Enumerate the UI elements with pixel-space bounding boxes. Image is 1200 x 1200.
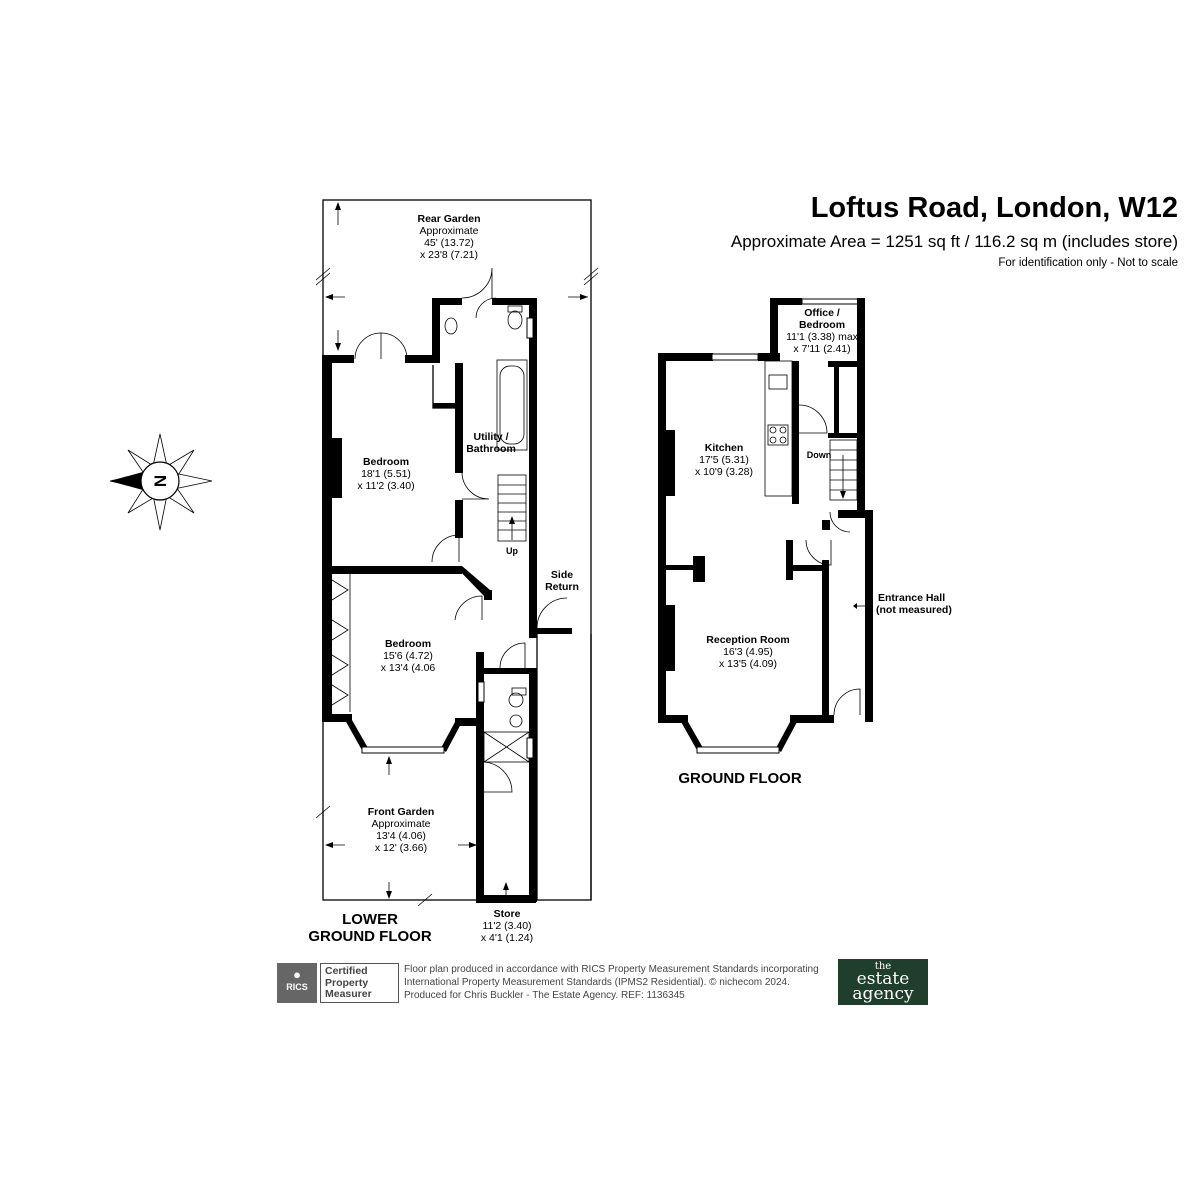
rics-certified-box: Certified Property Measurer [320,963,399,1003]
front-garden-length: 13'4 (4.06) [376,830,426,842]
rics-property: Property [325,976,369,989]
rics-badge: ● RICS Certified Property Measurer [277,963,399,1003]
office-width: x 7'11 (2.41) [793,343,850,355]
front-garden-approx: Approximate [372,818,431,830]
rics-logo: ● RICS [277,963,317,1003]
side-return-name-1: Side [551,569,573,581]
plan-title: Loftus Road, London, W12 [810,192,1178,224]
reception-length: 16'3 (4.95) [723,646,773,658]
bedroom2-length: 15'6 (4.72) [383,650,433,662]
agency-logo-agency: agency [852,984,914,1004]
lower-ground-label-line1: LOWER [342,911,398,928]
entrance-hall-name-2: (not measured) [876,604,952,616]
lower-ground-floor-label: LOWER GROUND FLOOR [300,911,440,945]
approximate-area: Approximate Area = 1251 sq ft / 116.2 sq… [730,232,1178,251]
rics-crest-icon: ● [293,967,301,982]
kitchen-length: 17'5 (5.31) [699,454,749,466]
compass-letter: N [151,475,170,487]
agency-logo-the: the [874,961,892,972]
rear-garden-name: Rear Garden [417,213,480,225]
rear-garden-length: 45' (13.72) [424,237,474,249]
reception-width: x 13'5 (4.09) [719,658,777,670]
rics-certified: Certified [325,965,368,977]
bedroom1-length: 18'1 (5.51) [361,468,411,480]
kitchen-width: x 10'9 (3.28) [695,466,753,478]
lower-ground-label-line2: GROUND FLOOR [308,928,432,945]
rics-measurer: Measurer [325,988,372,1000]
utility-name-1: Utility / [473,431,508,443]
store-length: 11'2 (3.40) [482,920,531,932]
office-name-1: Office / [804,307,840,319]
reception-name: Reception Room [706,634,789,646]
stairs-up-label: Up [506,546,518,556]
compass-icon: N [109,433,213,531]
rear-garden-approx: Approximate [420,225,479,237]
bedroom1-name: Bedroom [363,456,409,468]
rics-logo-text: RICS [286,982,308,992]
footer-line-2: International Property Measurement Stand… [404,977,790,988]
utility-name-2: Bathroom [466,443,516,455]
front-garden-width: x 12' (3.66) [375,842,427,854]
rear-garden-width: x 23'8 (7.21) [420,249,478,261]
footer-line-1: Floor plan produced in accordance with R… [404,964,819,975]
footer-line-3: Produced for Chris Buckler - The Estate … [404,990,685,1001]
ground-floor-plan: Office / Bedroom 11'1 (3.38) max x 7'11 … [658,298,952,754]
kitchen-name: Kitchen [705,442,744,454]
store-name: Store [494,908,521,920]
ground-floor-label: GROUND FLOOR [678,770,802,787]
office-length: 11'1 (3.38) max [786,331,859,343]
side-return-name-2: Return [545,581,579,593]
footer-disclaimer: Floor plan produced in accordance with R… [404,963,819,1002]
front-garden-name: Front Garden [368,806,435,818]
store-width: x 4'1 (1.24) [481,932,533,944]
entrance-hall-name-1: Entrance Hall [878,592,945,604]
office-name-2: Bedroom [799,319,845,331]
lower-ground-floor-plan: Rear Garden Approximate 45' (13.72) x 23… [315,199,599,944]
bedroom2-name: Bedroom [385,638,431,650]
agency-logo-estate: estate [856,969,910,989]
bedroom2-width: x 13'4 (4.06 [381,662,436,674]
estate-agency-logo: the estate agency [838,959,928,1005]
bedroom1-width: x 11'2 (3.40) [357,480,414,492]
stairs-down-label: Down [807,450,832,460]
disclaimer-note: For identification only - Not to scale [998,257,1178,269]
